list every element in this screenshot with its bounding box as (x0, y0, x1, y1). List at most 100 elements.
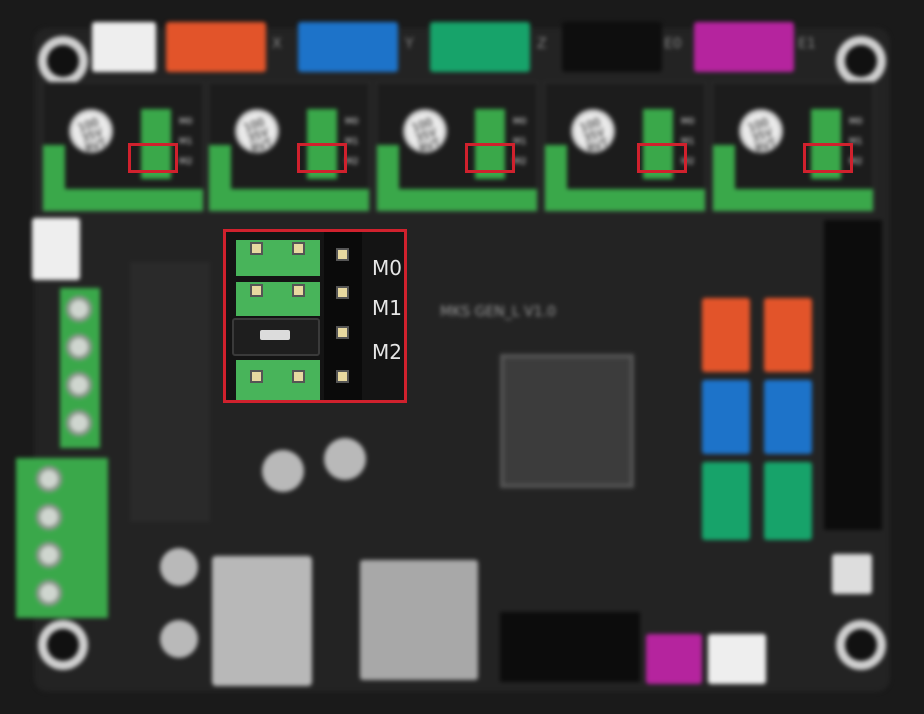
screw (66, 334, 92, 360)
pin (252, 286, 261, 295)
connector-blue-y (298, 22, 398, 72)
axis-label-e0: E0 (664, 36, 682, 52)
screw-terminal-lower (16, 458, 108, 618)
driver-label-m1: M1 (849, 137, 863, 147)
inset-label-m0: M0 (372, 256, 402, 280)
green-header-bottom (209, 189, 369, 211)
stepper-driver-3: 100 35V RVT M0 M1 M2 (376, 82, 538, 212)
capacitor-silver (160, 620, 198, 658)
axis-label-e1: E1 (798, 36, 816, 52)
stepper-driver-5: 100 35V RVT M0 M1 M2 (712, 82, 874, 212)
endstop-green-1 (702, 462, 750, 540)
capacitor (739, 109, 783, 153)
aux-header-right (824, 220, 882, 530)
screw (36, 466, 62, 492)
capacitor-silver (262, 450, 304, 492)
jumper-cap (232, 318, 320, 356)
inset-label-m2: M2 (372, 340, 402, 364)
mounting-hole-bottom-right (836, 620, 886, 670)
inset-label-m1: M1 (372, 296, 402, 320)
driver-label-m0: M0 (345, 117, 359, 127)
driver-label-m2: M2 (513, 157, 527, 167)
stepper-driver-1: 100 35V RVT M0 M1 M2 (42, 82, 204, 212)
endstop-blue-1 (702, 380, 750, 454)
pin (294, 372, 303, 381)
green-header-left (209, 145, 231, 193)
jumper-highlight-1 (128, 143, 178, 173)
capacitor-silver (160, 548, 198, 586)
zoom-inset: M0 M1 M2 (223, 229, 407, 403)
connector-white-left (32, 218, 80, 280)
mounting-hole-bottom-left (38, 620, 88, 670)
capacitor (403, 109, 447, 153)
sd-card-slot (360, 560, 478, 680)
mcu-chip (500, 354, 634, 488)
pin (338, 288, 347, 297)
screw (36, 580, 62, 606)
driver-label-m1: M1 (179, 137, 193, 147)
driver-label-m0: M0 (513, 117, 527, 127)
endstop-green-2 (764, 462, 812, 540)
connector-magenta-e1 (694, 22, 794, 72)
green-header-left (377, 145, 399, 193)
green-header-bottom (713, 189, 873, 211)
endstop-orange-2 (764, 298, 812, 372)
driver-label-m2: M2 (681, 157, 695, 167)
axis-label-y: Y (405, 36, 414, 52)
driver-label-m0: M0 (681, 117, 695, 127)
driver-label-m0: M0 (849, 117, 863, 127)
jumper-highlight-4 (637, 143, 687, 173)
jumper-highlight-2 (297, 143, 347, 173)
axis-label-x: X (272, 36, 282, 52)
driver-label-m1: M1 (513, 137, 527, 147)
pin (294, 286, 303, 295)
stepper-driver-2: 100 35V RVT M0 M1 M2 (208, 82, 370, 212)
screw (66, 296, 92, 322)
board-name-silk: MKS GEN_L V1.0 (440, 304, 556, 320)
capacitor (235, 109, 279, 153)
mounting-hole-top-left (38, 36, 88, 86)
green-header-bottom (377, 189, 537, 211)
pin (338, 372, 347, 381)
connector-white-bottom (708, 634, 766, 684)
green-header-left (545, 145, 567, 193)
capacitor-silver (324, 438, 366, 480)
endstop-orange-1 (702, 298, 750, 372)
usb-port (212, 556, 312, 686)
screw (66, 372, 92, 398)
pin (252, 372, 261, 381)
pin (338, 250, 347, 259)
mounting-hole-top-right (836, 36, 886, 86)
pin (252, 244, 261, 253)
axis-label-z: Z (537, 36, 547, 52)
green-pin-row-m0 (236, 240, 320, 276)
driver-label-m1: M1 (681, 137, 695, 147)
capacitor (69, 109, 113, 153)
connector-green-z (430, 22, 530, 72)
exp-header (500, 612, 640, 682)
endstop-blue-2 (764, 380, 812, 454)
mosfet-area (130, 262, 210, 522)
connector-magenta-bottom (646, 634, 702, 684)
green-header-bottom (545, 189, 705, 211)
pin (338, 328, 347, 337)
capacitor (571, 109, 615, 153)
pin (294, 244, 303, 253)
screw (36, 542, 62, 568)
driver-label-m0: M0 (179, 117, 193, 127)
jumper-highlight-5 (803, 143, 853, 173)
screw (36, 504, 62, 530)
green-header-left (43, 145, 65, 193)
connector-orange-x (166, 22, 266, 72)
stepper-driver-4: 100 35V RVT M0 M1 M2 (544, 82, 706, 212)
green-pin-row-bottom (236, 360, 320, 400)
driver-label-m1: M1 (345, 137, 359, 147)
green-header-left (713, 145, 735, 193)
reset-button (832, 554, 872, 594)
green-pin-row-m1 (236, 282, 320, 316)
jumper-highlight-3 (465, 143, 515, 173)
connector-black-e0 (562, 22, 662, 72)
connector-white-top (92, 22, 156, 72)
driver-label-m2: M2 (849, 157, 863, 167)
